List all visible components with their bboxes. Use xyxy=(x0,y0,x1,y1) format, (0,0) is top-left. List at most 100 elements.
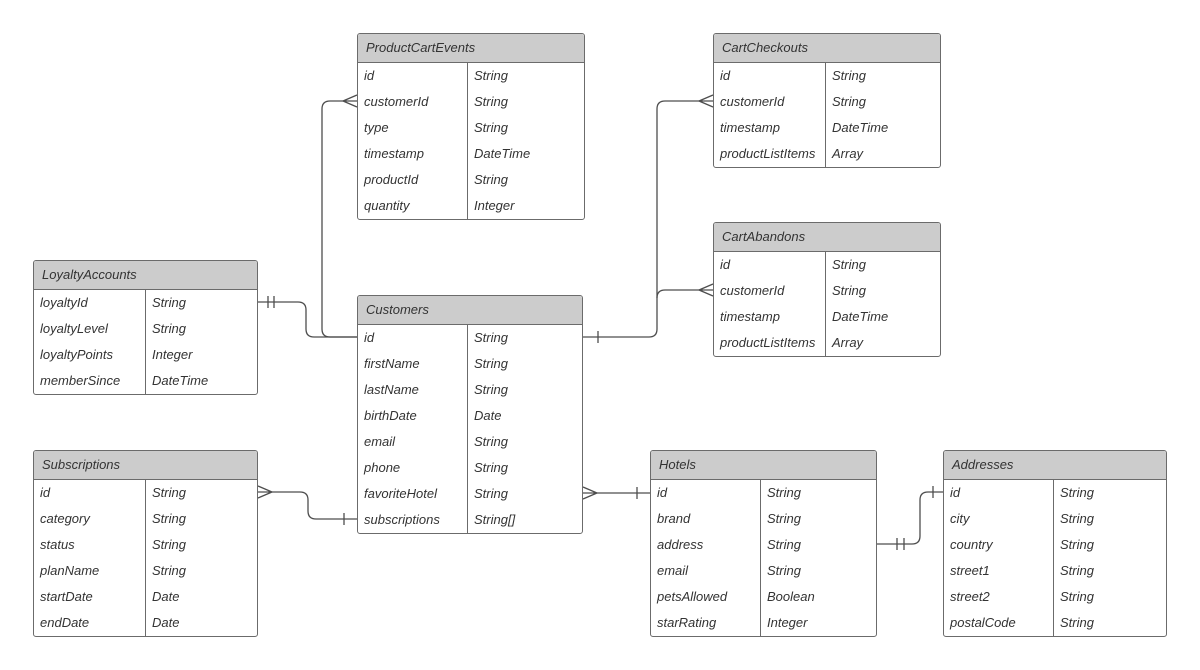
entity-title: Hotels xyxy=(651,451,876,480)
entity-title: Addresses xyxy=(944,451,1166,480)
field-type: String xyxy=(474,434,508,449)
field-type: String xyxy=(1060,485,1094,500)
field-type: String xyxy=(474,356,508,371)
entity-title: Customers xyxy=(358,296,582,325)
field-name: petsAllowed xyxy=(651,584,761,610)
field-name: loyaltyPoints xyxy=(34,342,146,368)
field-name: timestamp xyxy=(358,141,468,167)
field-type: String xyxy=(1060,589,1094,604)
entity-field-row: customerId String xyxy=(358,89,584,115)
field-type: DateTime xyxy=(832,120,889,135)
entity-title: Subscriptions xyxy=(34,451,257,480)
field-name: customerId xyxy=(714,278,826,304)
field-type: String xyxy=(474,120,508,135)
field-type: DateTime xyxy=(474,146,531,161)
field-type: Array xyxy=(832,146,864,161)
entity-field-row: productListItems Array xyxy=(714,141,940,167)
crowsfoot-many-icon xyxy=(698,283,714,297)
field-name: birthDate xyxy=(358,403,468,429)
entity-field-row: loyaltyPoints Integer xyxy=(34,342,257,368)
field-type: Date xyxy=(152,615,180,630)
entity-field-row: customerId String xyxy=(714,89,940,115)
field-name: customerId xyxy=(358,89,468,115)
crowsfoot-many-icon xyxy=(342,94,358,108)
entity-field-row: country String xyxy=(944,532,1166,558)
connector-customers-hotels xyxy=(582,486,650,500)
field-name: country xyxy=(944,532,1054,558)
connector-loyaltyaccounts-customers xyxy=(258,296,357,338)
field-type: String xyxy=(767,563,801,578)
entity-field-row: timestamp DateTime xyxy=(358,141,584,167)
crowsfoot-many-icon xyxy=(582,486,598,500)
field-type: String xyxy=(832,94,866,109)
field-type: String xyxy=(1060,563,1094,578)
field-type: String xyxy=(152,511,186,526)
entity-field-row: email String xyxy=(651,558,876,584)
field-name: address xyxy=(651,532,761,558)
connector-customers-cartcheckouts-cartabandons xyxy=(583,94,714,343)
connector-customers-productcartevents xyxy=(321,94,358,338)
field-name: productListItems xyxy=(714,141,826,167)
entity-field-row: id String xyxy=(358,63,584,89)
field-name: brand xyxy=(651,506,761,532)
field-type: Integer xyxy=(152,347,193,362)
field-type: String xyxy=(832,283,866,298)
field-type: Integer xyxy=(767,615,808,630)
field-name: id xyxy=(651,480,761,506)
field-name: phone xyxy=(358,455,468,481)
field-name: id xyxy=(358,63,468,89)
field-type: String xyxy=(1060,511,1094,526)
entity-title: CartCheckouts xyxy=(714,34,940,63)
field-name: productId xyxy=(358,167,468,193)
field-name: email xyxy=(651,558,761,584)
entity-field-row: productId String xyxy=(358,167,584,193)
entity-field-row: customerId String xyxy=(714,278,940,304)
field-type: String xyxy=(767,537,801,552)
field-type: String xyxy=(474,172,508,187)
entity-title: LoyaltyAccounts xyxy=(34,261,257,290)
entity-field-row: memberSince DateTime xyxy=(34,368,257,394)
field-type: String xyxy=(474,94,508,109)
field-type: Integer xyxy=(474,198,515,213)
field-type: DateTime xyxy=(152,373,209,388)
field-type: String xyxy=(1060,537,1094,552)
field-type: Date xyxy=(474,408,502,423)
field-type: String xyxy=(474,486,508,501)
entity-field-row: birthDate Date xyxy=(358,403,582,429)
field-name: customerId xyxy=(714,89,826,115)
field-type: String xyxy=(474,68,508,83)
field-name: memberSince xyxy=(34,368,146,394)
